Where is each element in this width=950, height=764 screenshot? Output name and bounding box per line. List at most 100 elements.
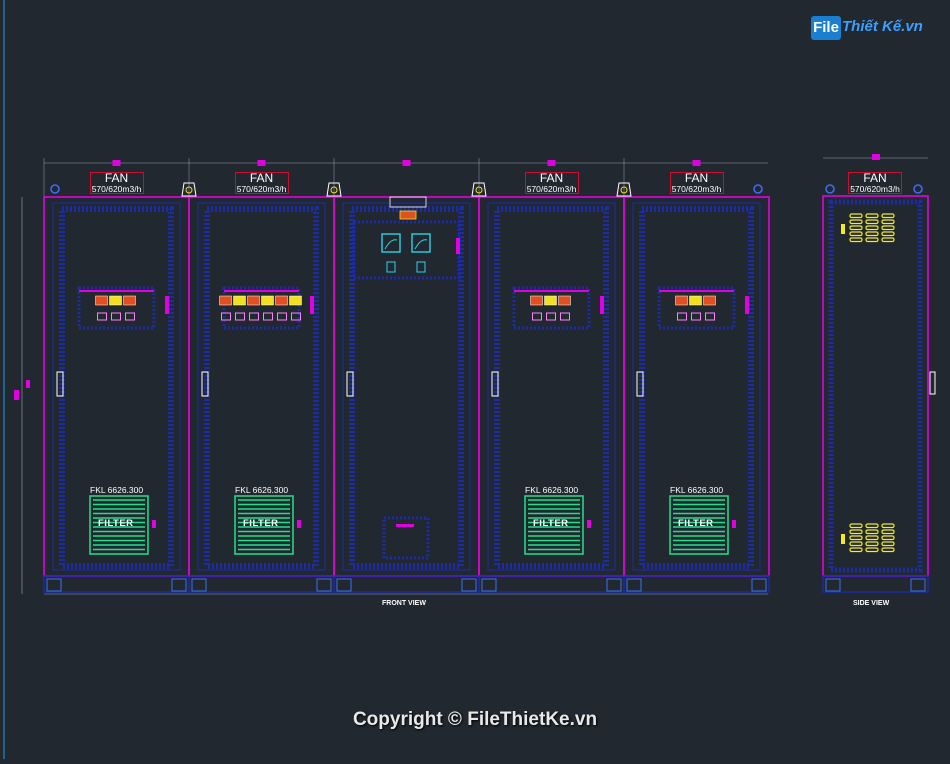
- filter-tag: [732, 520, 736, 528]
- terminal: [705, 312, 715, 321]
- cabinet-base: [43, 575, 190, 593]
- terminal: [125, 312, 135, 321]
- component-rail: [657, 286, 736, 330]
- base-foot: [481, 578, 497, 592]
- fan-title: FAN: [249, 171, 274, 185]
- breaker: [703, 295, 716, 306]
- selector-switch: [416, 261, 426, 273]
- cabinet-base: [188, 575, 335, 593]
- filter-grille: [89, 495, 149, 555]
- filter-model-label: FKL 6626.300: [525, 485, 579, 495]
- door-handle: [636, 371, 644, 397]
- cable-entry: [382, 516, 430, 560]
- filter-label: FILTER: [243, 518, 279, 529]
- terminal: [111, 312, 121, 321]
- breaker: [233, 295, 246, 306]
- terminal: [532, 312, 542, 321]
- louver-slot: [849, 213, 863, 219]
- terminal: [97, 312, 107, 321]
- louver-slot: [865, 523, 879, 529]
- filter-model-label: FKL 6626.300: [235, 485, 289, 495]
- logo-text: Thiết Kế.vn: [842, 18, 923, 35]
- filter-label: FILTER: [678, 518, 714, 529]
- base-foot: [626, 578, 642, 592]
- terminal: [291, 312, 301, 321]
- base-foot: [910, 578, 926, 592]
- louver-slot: [865, 219, 879, 225]
- inner-frame: [639, 206, 754, 569]
- meter-needle: [384, 239, 398, 250]
- rail-top: [514, 290, 589, 292]
- terminal: [691, 312, 701, 321]
- louver-slot: [849, 523, 863, 529]
- component-rail: [77, 286, 156, 330]
- louver-slot: [865, 529, 879, 535]
- site-logo: File Thiết Kế.vn: [811, 16, 923, 42]
- filter-grille: [669, 495, 729, 555]
- fan-spec: 570/620m3/h: [526, 184, 577, 194]
- logo-badge: File: [811, 16, 841, 40]
- lifting-bracket: [181, 182, 197, 197]
- terminal: [546, 312, 556, 321]
- side-view-label: SIDE VIEW: [853, 600, 890, 607]
- component-rail: [512, 286, 591, 330]
- lifting-eye: [50, 184, 60, 194]
- side-base: [822, 575, 929, 593]
- base-foot: [46, 578, 62, 592]
- terminal: [560, 312, 570, 321]
- cable-tag: [396, 524, 414, 527]
- rail-tag: [310, 296, 314, 314]
- lifting-eye: [825, 184, 835, 194]
- selector-switch: [386, 261, 396, 273]
- cabinet-base: [623, 575, 770, 593]
- fan-title: FAN: [104, 171, 129, 185]
- side-inner-frame: [828, 199, 923, 573]
- louver-tag: [841, 224, 845, 234]
- louver-slot: [881, 231, 895, 237]
- side-cabinet-frame: [822, 195, 929, 577]
- front-view-label: FRONT VIEW: [382, 600, 426, 607]
- fan-spec: 570/620m3/h: [671, 184, 722, 194]
- lifting-eye: [913, 184, 923, 194]
- louver-slot: [881, 237, 895, 243]
- rail-top: [79, 290, 154, 292]
- dim-tag: [112, 160, 121, 166]
- louver-slot: [865, 231, 879, 237]
- base-foot: [751, 578, 767, 592]
- terminal: [221, 312, 231, 321]
- dim-tag: [692, 160, 701, 166]
- lifting-eye: [330, 186, 338, 194]
- dim-tag: [257, 160, 266, 166]
- filter-model-label: FKL 6626.300: [670, 485, 724, 495]
- louver-slot: [865, 225, 879, 231]
- copyright-watermark: Copyright © FileThietKe.vn: [352, 709, 598, 730]
- filter-label: FILTER: [98, 518, 134, 529]
- dim-tag: [14, 390, 19, 400]
- inner-frame: [59, 206, 174, 569]
- base-foot: [316, 578, 332, 592]
- fan-spec: 570/620m3/h: [91, 184, 142, 194]
- lifting-eye: [620, 186, 628, 194]
- louver-slot: [881, 523, 895, 529]
- panel-tag: [456, 238, 460, 254]
- rail-top: [659, 290, 734, 292]
- cabinet-base: [333, 575, 480, 593]
- inner-frame: [494, 206, 609, 569]
- louver-slot: [865, 237, 879, 243]
- door-frame: [632, 202, 761, 571]
- rail-tag: [600, 296, 604, 314]
- fan-title: FAN: [863, 171, 887, 185]
- base-foot: [461, 578, 477, 592]
- louver-slot: [849, 231, 863, 237]
- base-foot: [825, 578, 841, 592]
- louver-slot: [881, 541, 895, 547]
- louver-slot: [881, 225, 895, 231]
- louver-slot: [849, 535, 863, 541]
- door-frame: [52, 202, 181, 571]
- dim-tag: [547, 160, 556, 166]
- breaker: [123, 295, 136, 306]
